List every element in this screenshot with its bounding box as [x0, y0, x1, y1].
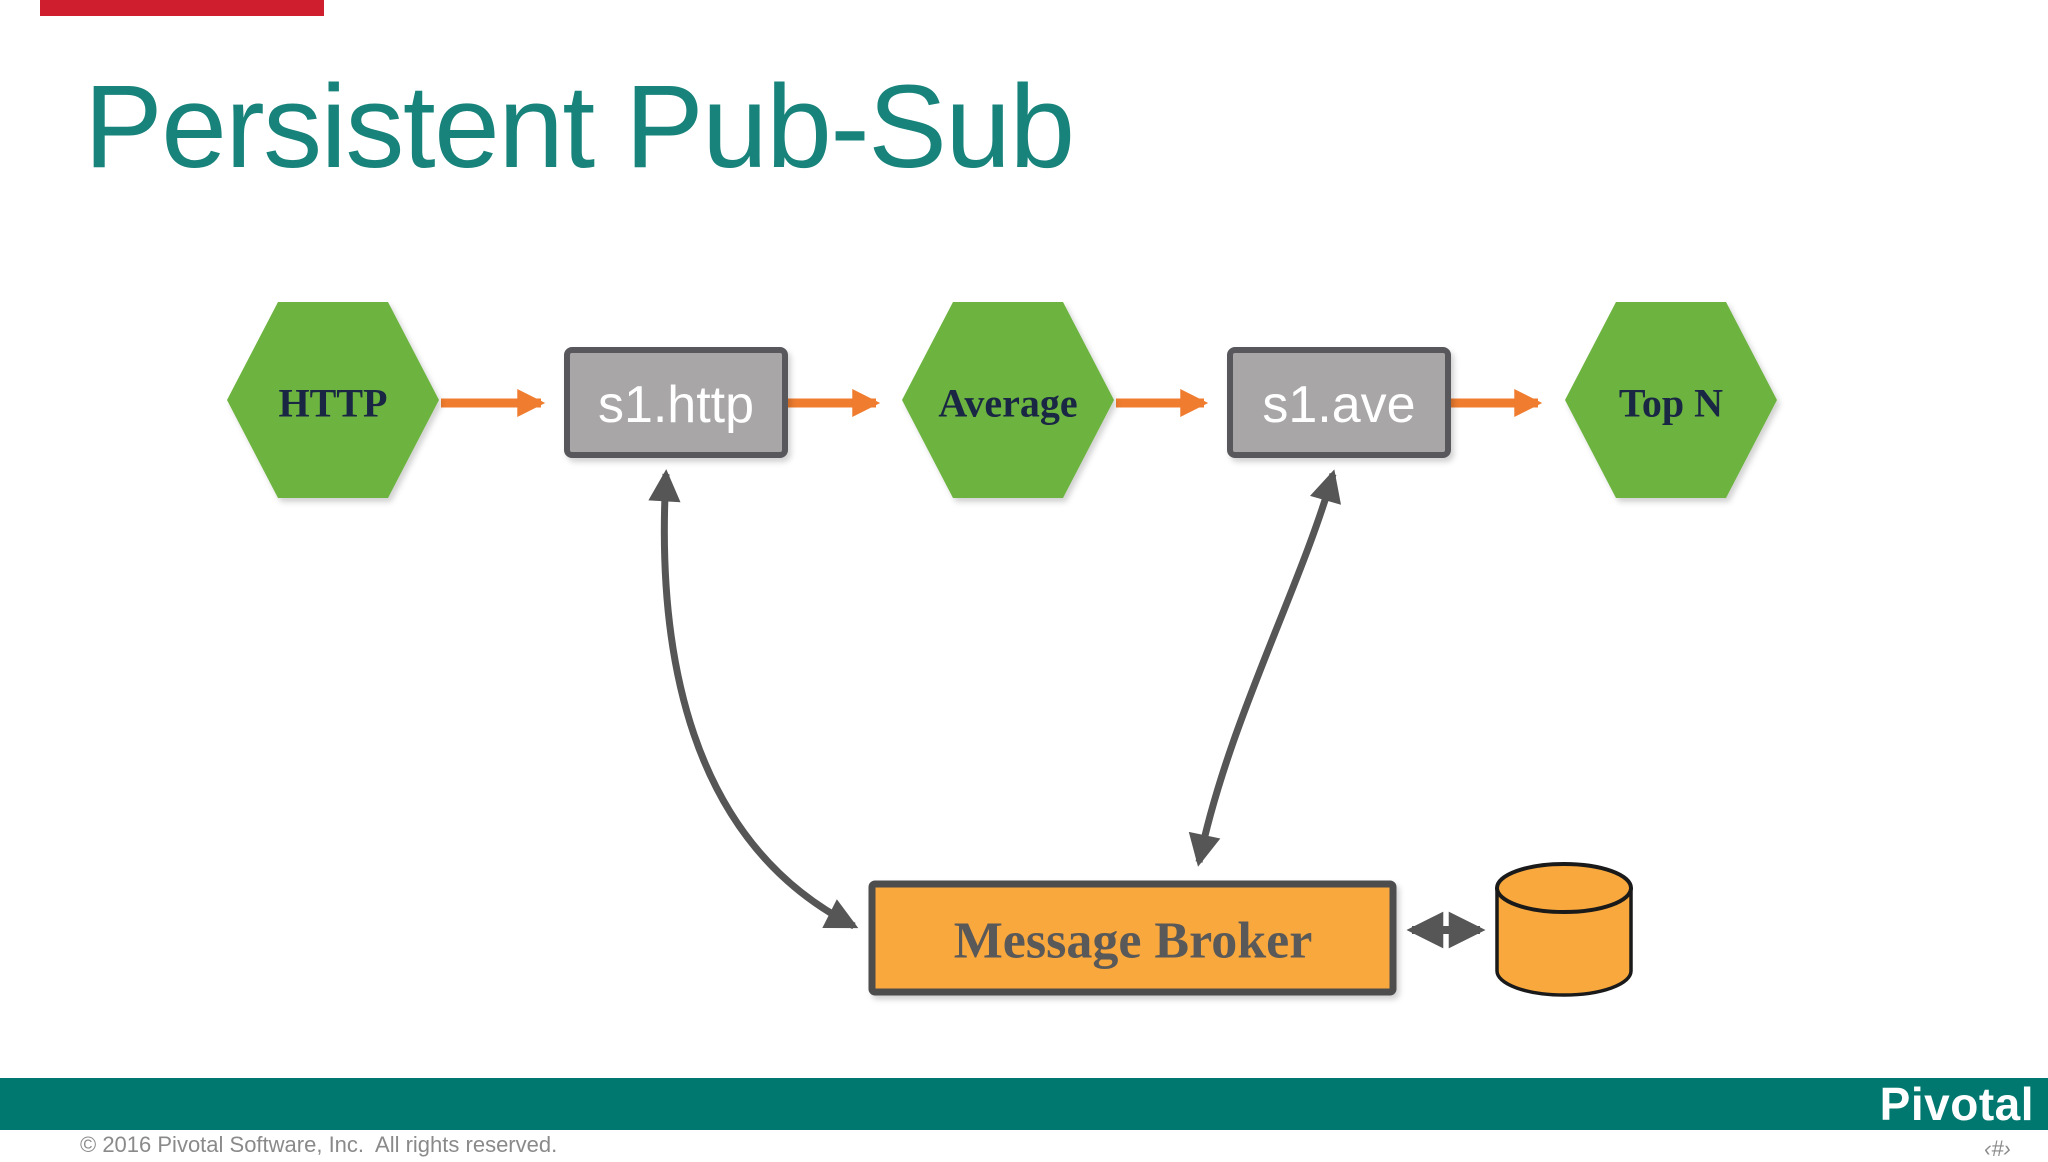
page-title: Persistent Pub-Sub — [84, 61, 1075, 193]
hexagon-http — [227, 302, 439, 498]
edge-s1ave-broker — [1188, 469, 1341, 867]
hexagon-topn — [1565, 302, 1777, 498]
hexagon-http-label: HTTP — [279, 381, 388, 426]
edge-s1http-broker — [648, 469, 859, 930]
top-left-red-bar — [40, 0, 324, 16]
stream-box-s1ave — [1227, 347, 1451, 458]
stream-box-s1ave-label: s1.ave — [1262, 376, 1415, 434]
hexagon-average-label: Average — [938, 381, 1077, 426]
footer-band: Pivotal — [0, 1078, 2048, 1130]
stream-box-s1http — [564, 347, 788, 458]
hexagon-average — [902, 302, 1114, 498]
stream-box-s1http-label: s1.http — [598, 376, 754, 434]
pivotal-logo: Pivotal — [1879, 1078, 2034, 1130]
copyright-text: © 2016 Pivotal Software, Inc. All rights… — [80, 1132, 558, 1157]
hexagon-topn-label: Top N — [1619, 381, 1723, 426]
message-broker-label: Message Broker — [954, 913, 1313, 970]
slide-number-placeholder: ‹#› — [1984, 1136, 2011, 1161]
message-broker-box — [868, 880, 1397, 996]
database-cylinder-icon — [1495, 862, 1633, 997]
